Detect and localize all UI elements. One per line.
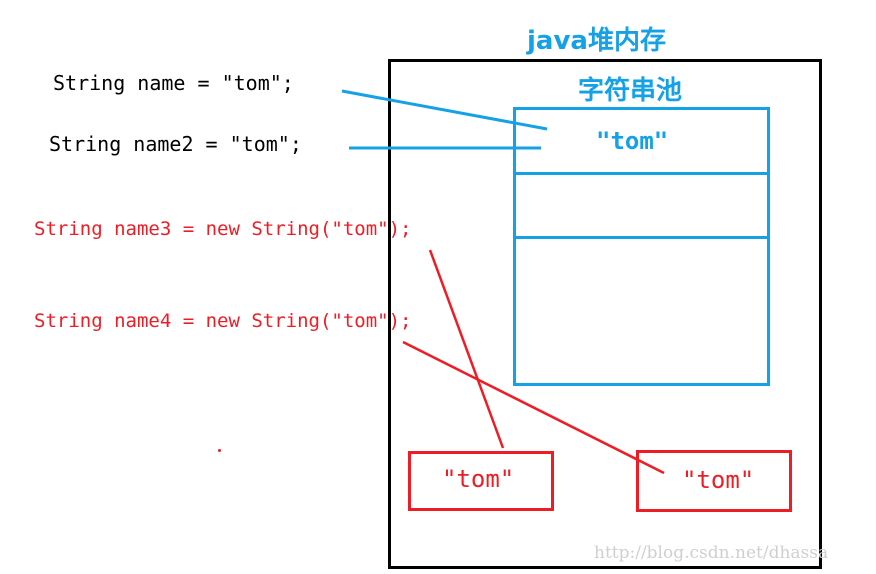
ref-line-name4-to-object bbox=[402, 340, 665, 475]
heap-object-box-2 bbox=[636, 450, 792, 512]
ref-line-name3-to-object bbox=[428, 249, 505, 449]
code-line-name2: String name2 = "tom"; bbox=[49, 132, 302, 156]
code-line-name4: String name4 = new String("tom"); bbox=[34, 310, 412, 332]
code-line-name: String name = "tom"; bbox=[53, 71, 294, 95]
code-line-name3: String name3 = new String("tom"); bbox=[34, 218, 412, 240]
heap-object-tom-2: "tom" bbox=[682, 466, 755, 494]
string-pool-box bbox=[513, 107, 770, 386]
pool-title: 字符串池 bbox=[578, 76, 683, 106]
heap-object-box-1 bbox=[408, 451, 554, 511]
heap-title: java堆内存 bbox=[527, 26, 666, 56]
heap-object-tom-1: "tom" bbox=[442, 465, 515, 493]
ref-line-name-to-pool bbox=[341, 89, 548, 131]
heap-box bbox=[388, 59, 822, 569]
pool-entry-tom: "tom" bbox=[596, 127, 669, 155]
pool-divider bbox=[516, 236, 767, 239]
watermark: http://blog.csdn.net/dhassa bbox=[594, 543, 829, 563]
red-dot bbox=[218, 449, 221, 452]
pool-divider bbox=[516, 172, 767, 175]
